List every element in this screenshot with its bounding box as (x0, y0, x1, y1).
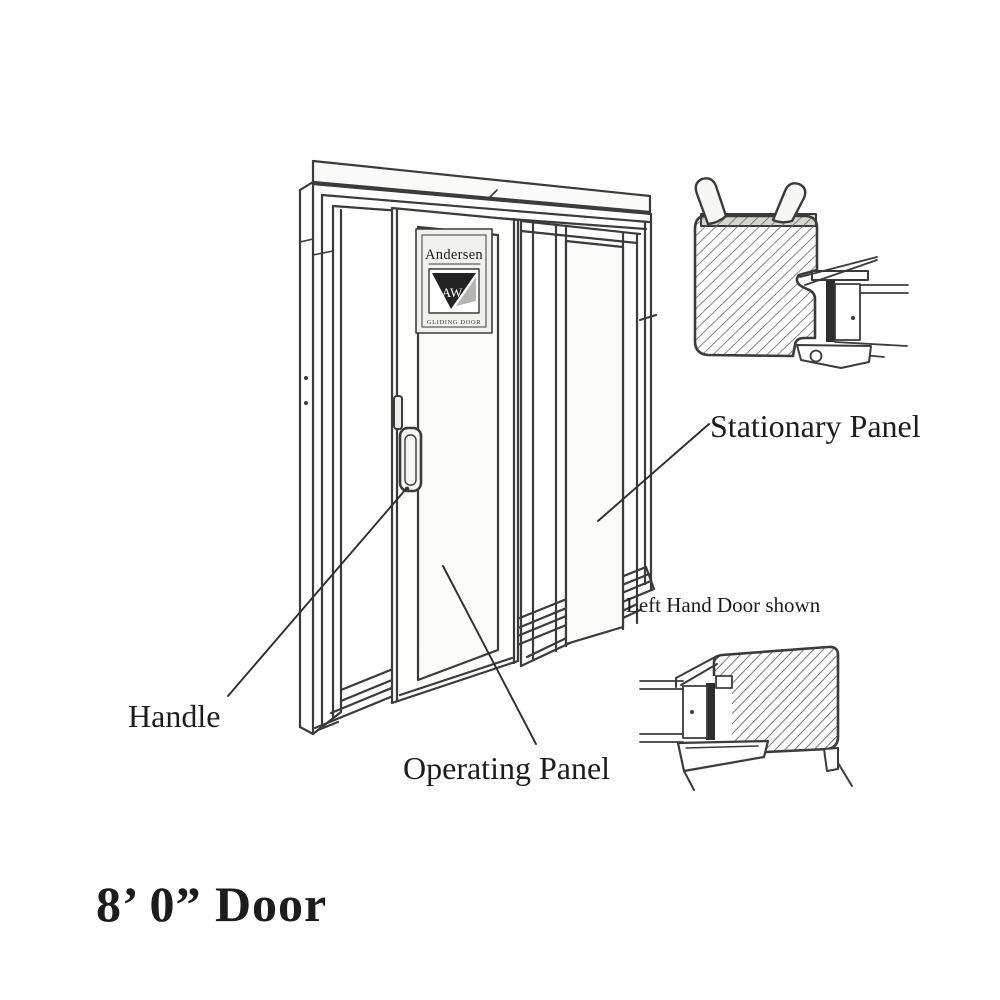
left-jamb-foot (298, 710, 343, 736)
glass-gasket (826, 280, 835, 342)
brand-logo-triangle-dark (432, 273, 476, 309)
brand-label: Andersen AW GLIDING DOOR (415, 228, 493, 334)
head-jamb (298, 180, 653, 231)
sill-stop-piece (676, 739, 770, 773)
sill-stop-piece (796, 344, 872, 369)
glass-panel-lines (834, 284, 909, 358)
door-assembly: Andersen AW GLIDING DOOR (298, 159, 658, 736)
wood-cross-section-icon (712, 645, 840, 756)
stationary-panel (519, 219, 642, 668)
panel-stile-end (834, 283, 861, 341)
head-cap-board (311, 159, 652, 214)
handle-leader-line (227, 488, 407, 697)
weatherstrip-prong-left (694, 177, 728, 226)
brand-name: Andersen (425, 247, 483, 263)
left-jamb (298, 180, 343, 736)
lock-latch (393, 395, 403, 430)
operating-panel-leader-line (442, 565, 537, 745)
door-handle (393, 395, 423, 493)
weatherstrip-prong-right (771, 182, 807, 224)
wood-cross-section-icon (693, 214, 819, 358)
glass-panel-lines (639, 680, 684, 743)
left-jamb-joint-ticks (299, 238, 334, 256)
handle-grip (404, 434, 417, 486)
stationary-panel-rails (519, 219, 642, 668)
stationary-panel-glass (564, 239, 625, 646)
jamb-screw-dot (304, 376, 308, 380)
operating-panel-label: Operating Panel (403, 750, 610, 786)
door-size-caption: 8’ 0” Door (96, 876, 327, 932)
brand-monogram: AW (442, 285, 463, 300)
sill-stop-inner-line (685, 745, 759, 749)
leader-lines (227, 423, 710, 745)
brand-product-line: GLIDING DOOR (427, 319, 481, 326)
sill-cross-section (639, 645, 853, 791)
operating-panel: Andersen AW GLIDING DOOR (390, 206, 520, 705)
head-jamb-cross-section (693, 177, 909, 369)
handle-body (398, 426, 423, 493)
panel-stile-end (682, 685, 708, 739)
gasket-stop-tab (715, 675, 733, 689)
right-tab (823, 747, 839, 772)
screw-hole (809, 349, 823, 363)
glazing-ledge (811, 270, 869, 281)
wood-bevel-edge (675, 655, 718, 688)
brand-logo-triangle-gray (456, 277, 476, 306)
stationary-panel-leader-line (597, 423, 710, 522)
head-cap-joint-tick (488, 189, 498, 199)
right-jamb (638, 212, 658, 592)
handle-label: Handle (128, 698, 220, 734)
stop-front-edge (683, 770, 695, 791)
glazing-bead-wedge (799, 256, 878, 286)
jamb-screw-dot (304, 401, 308, 405)
stationary-panel-label: Stationary Panel (710, 408, 921, 444)
glass-gasket (706, 683, 715, 740)
tab-front-edge (837, 762, 853, 787)
left-hand-note: Left Hand Door shown (626, 593, 821, 617)
